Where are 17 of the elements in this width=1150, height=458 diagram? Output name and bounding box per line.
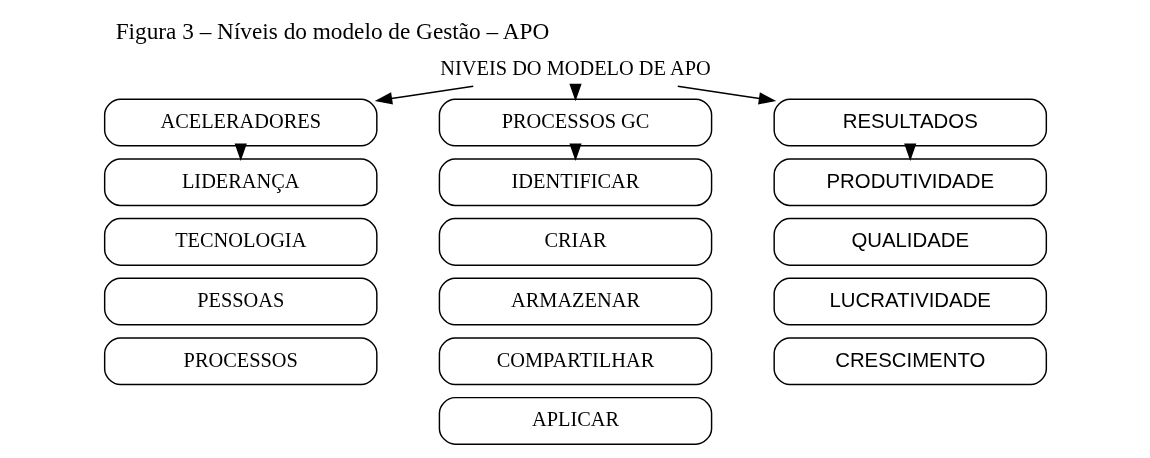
node-box: TECNOLOGIA — [103, 217, 378, 266]
node-box: PESSOAS — [103, 277, 378, 326]
node-box: IDENTIFICAR — [438, 157, 712, 206]
arrow — [676, 84, 776, 104]
diagram-title: Figura 3 – Níveis do modelo de Gestão – APO — [115, 17, 549, 44]
node-box: LIDERANÇA — [103, 157, 378, 206]
node-box: LUCRATIVIDADE — [772, 277, 1047, 326]
node-box: ARMAZENAR — [438, 277, 712, 326]
node-box: PROCESSOS — [103, 336, 378, 385]
node-box: CRIAR — [438, 217, 712, 266]
node-box: COMPARTILHAR — [438, 336, 712, 385]
node-box: QUALIDADE — [772, 217, 1047, 266]
node-box: PRODUTIVIDADE — [772, 157, 1047, 206]
node-text: NIVEIS DO MODELO DE APO — [439, 56, 711, 79]
node-box: CRESCIMENTO — [772, 336, 1047, 385]
node-box: APLICAR — [438, 396, 712, 445]
arrow — [374, 84, 474, 104]
